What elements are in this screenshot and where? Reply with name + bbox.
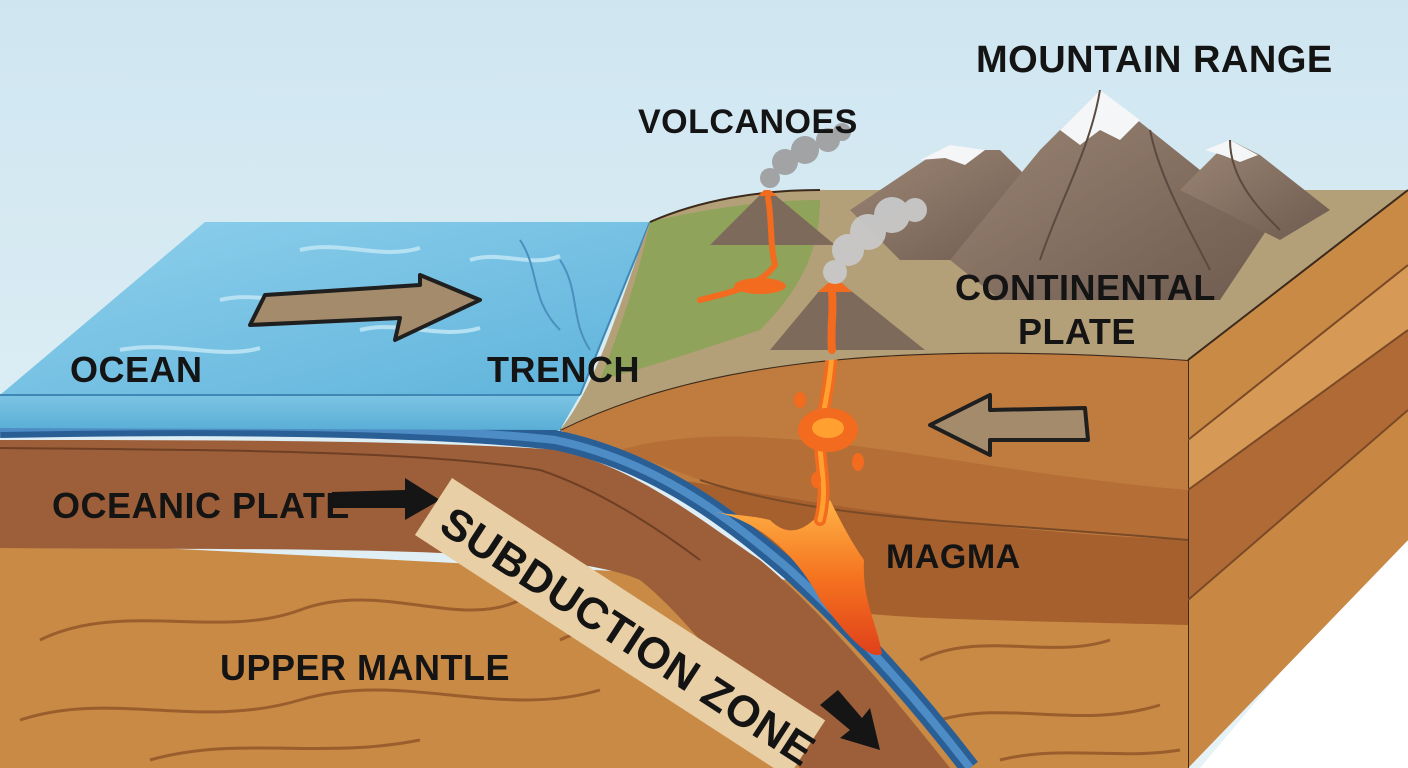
oceanic-plate-label: OCEANIC PLATE — [52, 485, 350, 526]
arrow-right-icon — [248, 273, 482, 342]
trench-label: TRENCH — [487, 349, 640, 390]
block-right-face — [1187, 190, 1408, 768]
smoke-plume-icon — [760, 123, 851, 188]
upper-mantle-label: UPPER MANTLE — [220, 647, 510, 688]
volcano-right — [770, 283, 925, 354]
magma-label: MAGMA — [886, 538, 1021, 576]
arrow-down-right-icon — [820, 690, 880, 750]
ocean-label: OCEAN — [70, 349, 203, 390]
volcano-left — [697, 190, 835, 303]
continental-plate-label-line2: PLATE — [1018, 311, 1136, 352]
volcanoes-label: VOLCANOES — [638, 103, 858, 141]
oceanic-plate-band — [0, 440, 950, 768]
mountain-range — [850, 89, 1330, 300]
continental-plate-label-line1: CONTINENTAL — [955, 267, 1216, 308]
mountain-range-label: MOUNTAIN RANGE — [976, 39, 1333, 81]
arrow-right-icon — [332, 478, 440, 520]
arrow-left-icon — [928, 393, 1090, 457]
smoke-plume-icon — [823, 197, 927, 284]
